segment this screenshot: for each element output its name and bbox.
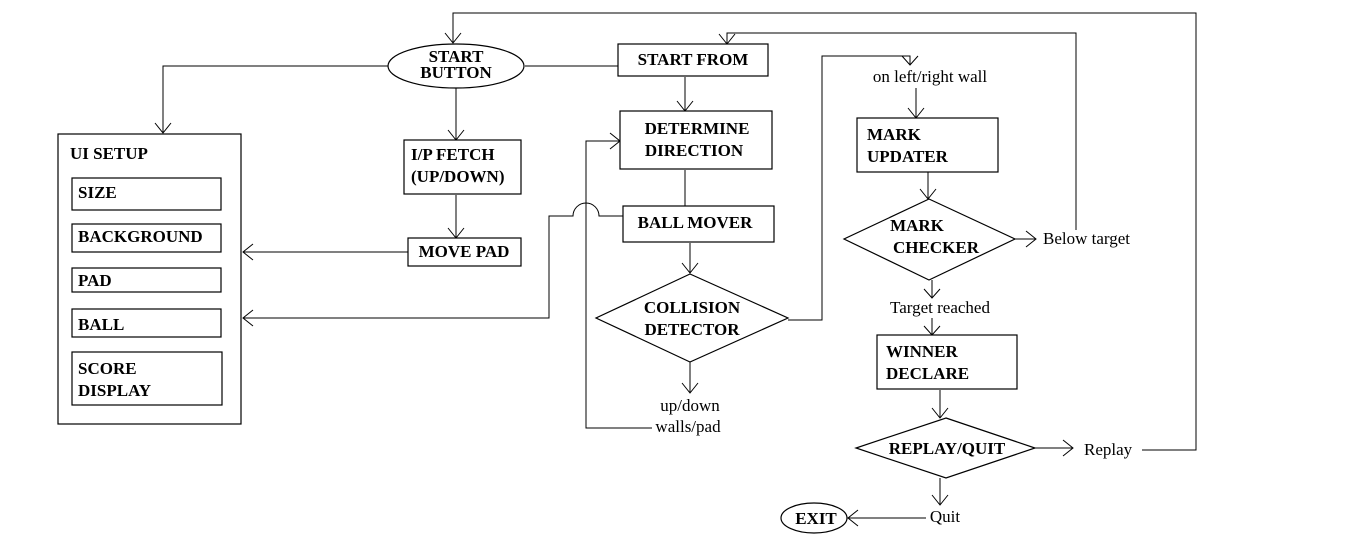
ip-fetch-label-1: I/P FETCH [411,145,495,164]
edge-labels: on left/right wall Below target Target r… [655,67,1132,526]
arrowhead [154,122,172,134]
arrowhead [847,509,859,527]
replay-label: Replay [1084,440,1133,459]
updown-label-1: up/down [660,396,720,415]
updown-label-2: walls/pad [655,417,721,436]
exit-label: EXIT [795,509,837,528]
ui-setup-item-label: BACKGROUND [78,227,203,246]
arrowhead [242,309,254,327]
ball-mover-label: BALL MOVER [638,213,753,232]
connectors [154,12,1197,527]
edge-replay-loop [452,12,1197,451]
ui-setup-item-background: BACKGROUND [71,223,222,253]
exit-node: EXIT [780,502,848,534]
ui-setup-node: UI SETUP SIZE BACKGROUND PAD BALL SCORE … [57,133,242,425]
edge-updown-feedback [585,140,652,429]
arrowhead [931,407,949,419]
replay-quit-label: REPLAY/QUIT [889,439,1006,458]
arrowhead [681,382,699,394]
arrowhead [901,55,919,66]
ui-setup-title: UI SETUP [70,144,148,163]
replay-quit-node: REPLAY/QUIT [854,417,1037,479]
mark-updater-node: MARK UPDATER [856,117,999,173]
ui-setup-item-score-display: SCORE DISPLAY [71,351,223,406]
ip-fetch-node: I/P FETCH (UP/DOWN) [403,139,522,195]
determine-direction-label-1: DETERMINE [645,119,750,138]
start-button-label-1: START [429,47,484,66]
start-from-node: START FROM [617,43,769,77]
ui-setup-item-ball: BALL [71,308,222,338]
start-button-node: START BUTTON [387,43,525,89]
move-pad-label: MOVE PAD [419,242,510,261]
start-button-label-2: BUTTON [420,63,492,82]
determine-direction-node: DETERMINE DIRECTION [619,110,773,170]
determine-direction-label-2: DIRECTION [645,141,744,160]
winner-declare-label-1: WINNER [886,342,959,361]
arrowhead [931,494,949,506]
ui-setup-item-label: BALL [78,315,124,334]
arrowhead [1025,230,1037,248]
edge-start-to-ui-setup [162,65,388,133]
ui-setup-score-label-2: DISPLAY [78,381,151,400]
target-reached-label: Target reached [890,298,990,317]
ui-setup-item-pad: PAD [71,267,222,293]
mark-updater-label-2: UPDATER [867,147,949,166]
edge-collision-to-wall [788,55,911,321]
quit-label: Quit [930,507,961,526]
edge-below-loop [726,32,1077,230]
wall-label: on left/right wall [873,67,988,86]
start-from-label: START FROM [638,50,749,69]
below-target-label: Below target [1043,229,1130,248]
edge-ball-mover-to-ui-setup [243,202,623,319]
winner-declare-node: WINNER DECLARE [876,334,1018,390]
mark-checker-label-1: MARK [890,216,945,235]
ui-setup-item-label: PAD [78,271,112,290]
collision-detector-label-2: DETECTOR [644,320,740,339]
move-pad-node: MOVE PAD [407,237,522,267]
mark-updater-label-1: MARK [867,125,922,144]
winner-declare-label-2: DECLARE [886,364,969,383]
arrowhead [923,288,941,299]
ip-fetch-label-2: (UP/DOWN) [411,167,504,186]
arrowhead [444,32,462,44]
arrowhead [681,262,699,274]
arrowhead [1062,439,1074,457]
collision-detector-label-1: COLLISION [644,298,741,317]
arrowhead [242,243,254,261]
ui-setup-item-label: SIZE [78,183,117,202]
ui-setup-score-label-1: SCORE [78,359,137,378]
ball-mover-node: BALL MOVER [622,205,775,243]
collision-detector-node: COLLISION DETECTOR [594,273,790,363]
mark-checker-node: MARK CHECKER [842,198,1017,281]
mark-checker-label-2: CHECKER [893,238,980,257]
ui-setup-item-size: SIZE [71,177,222,211]
